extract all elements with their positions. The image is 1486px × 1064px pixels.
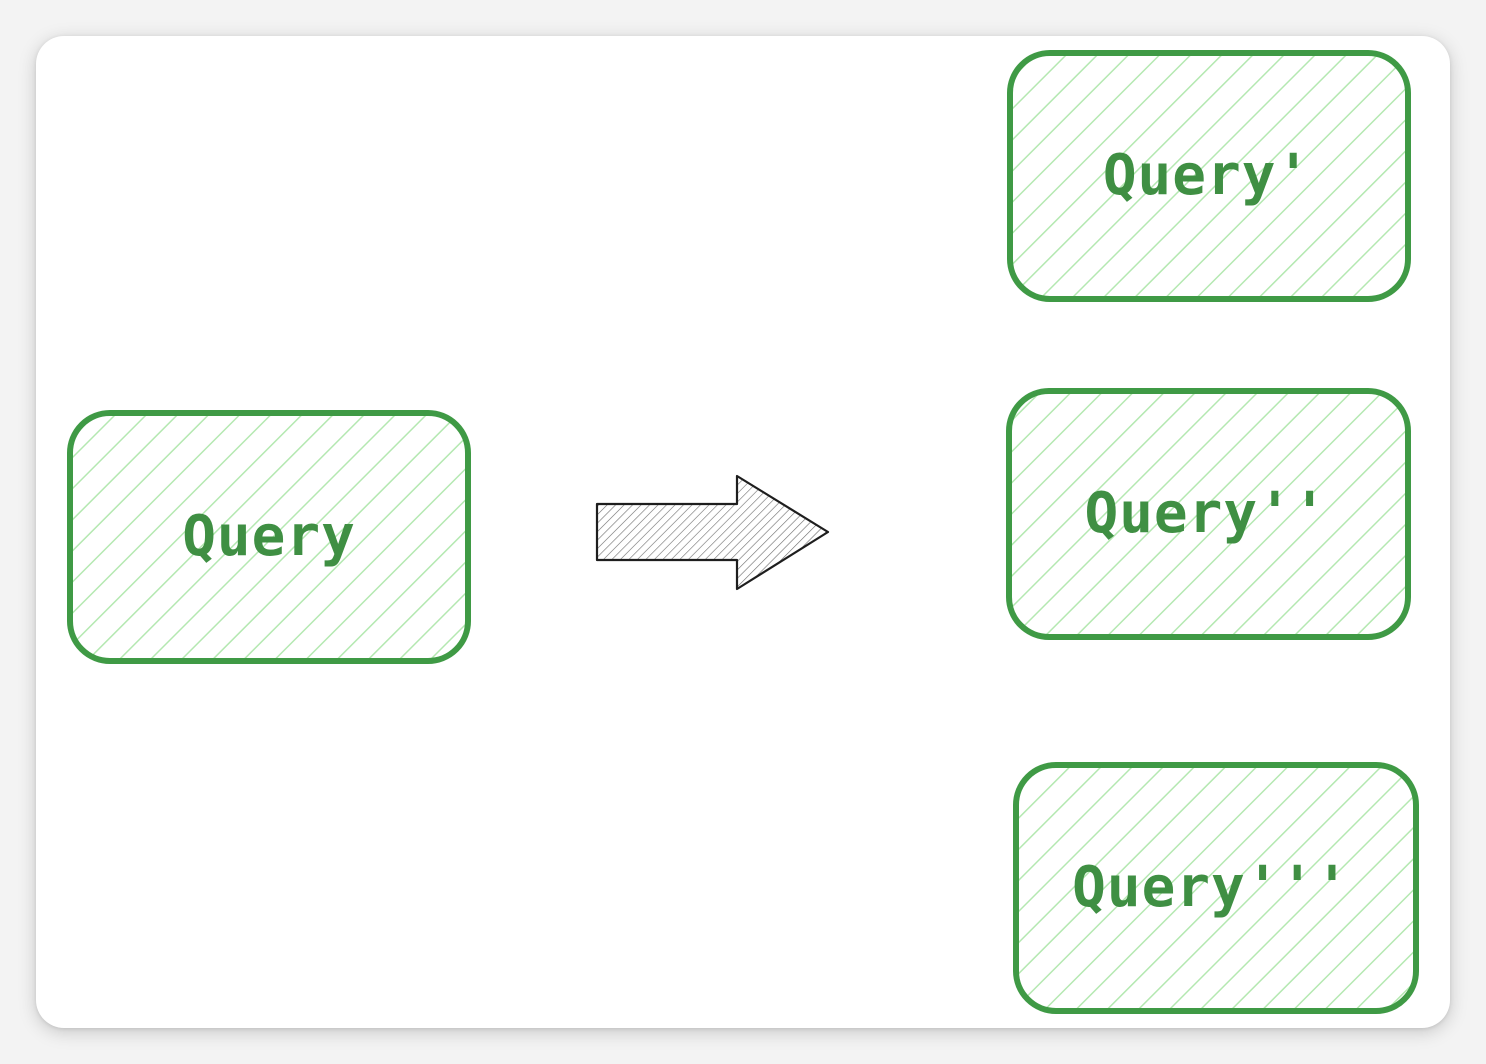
rewrite-query-box-2-shape [1006,388,1411,640]
rewrite-query-box-1-shape [1007,50,1411,302]
source-query-label: Query [182,504,356,569]
rewrite-query-label-2: Query'' [1084,481,1327,546]
rewrite-query-label-1: Query' [1103,143,1311,208]
rewrite-query-box-3[interactable]: Query''' [1013,762,1419,1014]
right-arrow-icon [595,474,830,591]
right-arrow-shape [595,474,830,591]
rewrite-query-box-3-shape [1013,762,1419,1014]
rewrite-query-label-3: Query''' [1072,855,1350,920]
rewrite-query-box-2[interactable]: Query'' [1006,388,1411,640]
source-query-box-shape [67,410,471,664]
rewrite-query-box-1[interactable]: Query' [1007,50,1411,302]
source-query-box[interactable]: Query [67,410,471,664]
